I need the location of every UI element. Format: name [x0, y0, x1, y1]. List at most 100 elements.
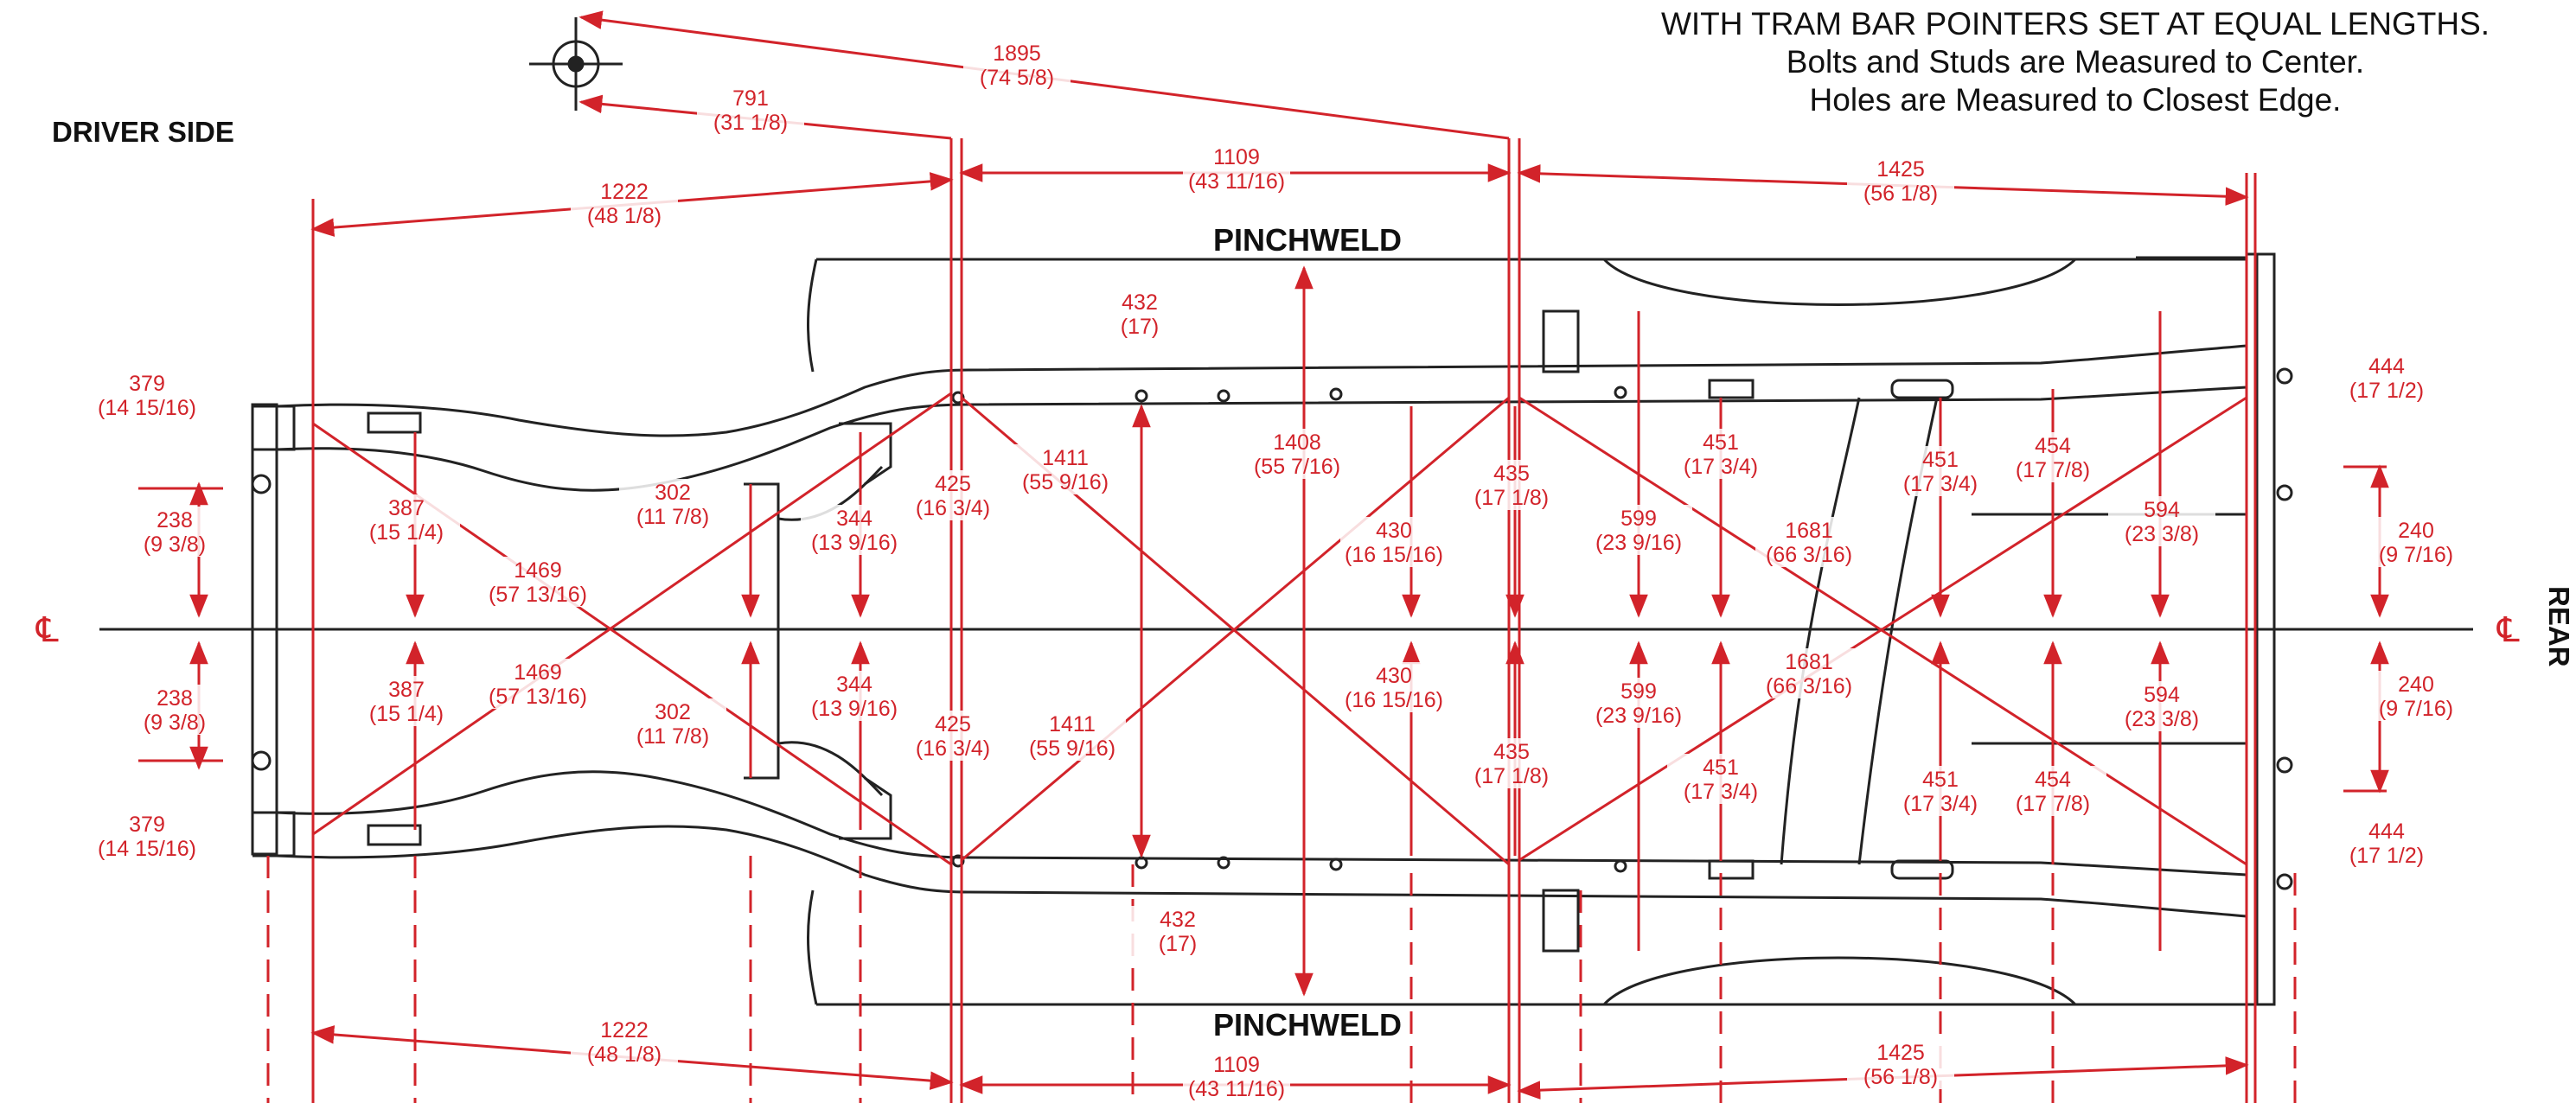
- dimension-mm: 1469: [514, 660, 562, 685]
- dimension-inches: (9 3/8): [144, 532, 206, 557]
- dimension-inches: (17 7/8): [2016, 792, 2090, 816]
- dimension-label-d238-top: 238(9 3/8): [121, 507, 228, 557]
- dimension-label-d430-top: 430(16 15/16): [1340, 517, 1448, 567]
- dimension-inches: (74 5/8): [980, 66, 1054, 90]
- dimension-inches: (15 1/4): [369, 520, 444, 545]
- dimension-mm: 432: [1160, 908, 1196, 932]
- pad-bottom-rear: [1890, 859, 1954, 880]
- dimension-inches: (16 15/16): [1345, 688, 1443, 712]
- dimension-inches: (23 9/16): [1595, 531, 1682, 555]
- k-member: [744, 465, 884, 797]
- dimension-label-d451b-bot: 451(17 3/4): [1887, 766, 1994, 816]
- dimension-inches: (15 1/4): [369, 702, 444, 726]
- dimension-mm: 387: [388, 496, 425, 520]
- dimension-label-backing: [1458, 460, 1565, 510]
- dimension-mm: 425: [935, 712, 971, 736]
- dimension-mm: 451: [1703, 756, 1739, 780]
- dimension-mm: 454: [2035, 768, 2071, 792]
- rear-bracket-top: [1542, 309, 1580, 373]
- dimension-inches: (57 13/16): [489, 583, 587, 607]
- dimension-mm: 379: [129, 372, 165, 396]
- dimension-label-d451b-top: 451(17 3/4): [1887, 446, 1994, 496]
- pad-top-front: [367, 411, 422, 434]
- dimension-label-backing: [1585, 678, 1692, 728]
- dimension-label-backing: [571, 178, 678, 228]
- dimension-mm: 432: [1122, 290, 1158, 315]
- dimension-label-d599-bot: 599(23 9/16): [1585, 678, 1692, 728]
- dimension-label-backing: [1999, 432, 2106, 482]
- rear-bracket-bottom: [1542, 889, 1580, 953]
- dimension-label-backing: [571, 1017, 678, 1067]
- dimension-label-backing: [2362, 671, 2470, 721]
- dimension-inches: (13 9/16): [811, 697, 898, 721]
- dimension-inches: (66 3/16): [1766, 674, 1852, 698]
- dimension-label-d1109-bot: 1109(43 11/16): [1183, 1051, 1290, 1101]
- dimension-label-backing: [1012, 444, 1119, 494]
- dimension-label-d444-top: 444(17 1/2): [2333, 353, 2440, 403]
- dimension-inches: (48 1/8): [587, 1042, 662, 1067]
- dimension-label-backing: [353, 494, 460, 545]
- dimension-label-d1681-bot: 1681(66 3/16): [1755, 648, 1863, 698]
- dimension-label-d432-bot: 432(17): [1124, 906, 1231, 956]
- dimension-inches: (17 7/8): [2016, 458, 2090, 482]
- dimension-label-d435-top: 435(17 1/8): [1458, 460, 1565, 510]
- dimension-mm: 451: [1922, 768, 1959, 792]
- dimension-inches: (66 3/16): [1766, 543, 1852, 567]
- dimension-label-backing: [1755, 648, 1863, 698]
- dimension-mm: 302: [655, 481, 691, 505]
- dimension-label-d238-bot: 238(9 3/8): [121, 685, 228, 735]
- dimension-mm: 435: [1493, 740, 1530, 764]
- dimension-inches: (16 3/4): [916, 496, 990, 520]
- pinchweld-label-bottom: PINCHWELD: [1213, 1007, 1402, 1042]
- dimension-inches: (16 15/16): [1345, 543, 1443, 567]
- dimension-mm: 302: [655, 700, 691, 724]
- dimension-mm: 1109: [1213, 1053, 1260, 1077]
- dimension-mm: 594: [2144, 498, 2180, 522]
- dimension-inches: (9 7/16): [2379, 543, 2453, 567]
- dimension-inches: (13 9/16): [811, 531, 898, 555]
- pad-top-rear: [1890, 379, 1954, 399]
- dimension-label-d435-bot: 435(17 1/8): [1458, 738, 1565, 788]
- dimension-label-d599-top: 599(23 9/16): [1585, 505, 1692, 555]
- dimension-mm: 1222: [600, 1018, 649, 1042]
- dimension-label-d379-bot: 379(14 15/16): [93, 811, 201, 861]
- dimension-labels: 1895(74 5/8)791(31 1/8)1222(48 1/8)1109(…: [93, 40, 2470, 1101]
- dimension-inches: (17): [1159, 932, 1197, 956]
- dimension-label-backing: [484, 557, 591, 607]
- dimension-mm: 1411: [1042, 446, 1089, 470]
- dimension-label-d240-top: 240(9 7/16): [2362, 517, 2470, 567]
- dimension-label-backing: [619, 479, 726, 529]
- dimension-label-d425-bot: 425(16 3/4): [899, 711, 1007, 761]
- dimension-inches: (31 1/8): [713, 111, 788, 135]
- dimension-label-backing: [2333, 818, 2440, 868]
- dimension-label-backing: [1667, 754, 1774, 804]
- dimension-mm: 430: [1376, 664, 1412, 688]
- dimension-label-backing: [899, 470, 1007, 520]
- pad-top-mid: [1708, 379, 1755, 399]
- front-mount-bottom: [839, 776, 892, 840]
- dimension-inches: (17 3/4): [1903, 472, 1978, 496]
- dimension-mm: 430: [1376, 519, 1412, 543]
- pinchweld-outline-top: [807, 256, 2247, 373]
- dimension-mm: 240: [2398, 673, 2434, 697]
- dimension-label-backing: [1755, 517, 1863, 567]
- dimension-label-backing: [1667, 429, 1774, 479]
- dimension-label-backing: [1340, 517, 1448, 567]
- dimension-mm: 238: [157, 686, 193, 711]
- dimension-mm: 425: [935, 472, 971, 496]
- header-line-1: WITH TRAM BAR POINTERS SET AT EQUAL LENG…: [1661, 6, 2490, 41]
- dimension-label-backing: [1019, 711, 1126, 761]
- dimension-inches: (55 7/16): [1254, 455, 1340, 479]
- dimension-inches: (57 13/16): [489, 685, 587, 709]
- dimension-mm: 1681: [1785, 650, 1833, 674]
- dimension-inches: (17 1/8): [1474, 486, 1549, 510]
- dimension-label-backing: [801, 671, 908, 721]
- dimension-label-d1109-top: 1109(43 11/16): [1183, 143, 1290, 194]
- dimension-inches: (56 1/8): [1863, 182, 1938, 206]
- dimension-label-d791: 791(31 1/8): [697, 85, 804, 135]
- dimension-label-backing: [2108, 681, 2215, 731]
- dimension-inches: (17 1/8): [1474, 764, 1549, 788]
- dimension-inches: (55 9/16): [1022, 470, 1109, 494]
- dimension-label-d444-bot: 444(17 1/2): [2333, 818, 2440, 868]
- pad-bottom-front: [367, 824, 422, 846]
